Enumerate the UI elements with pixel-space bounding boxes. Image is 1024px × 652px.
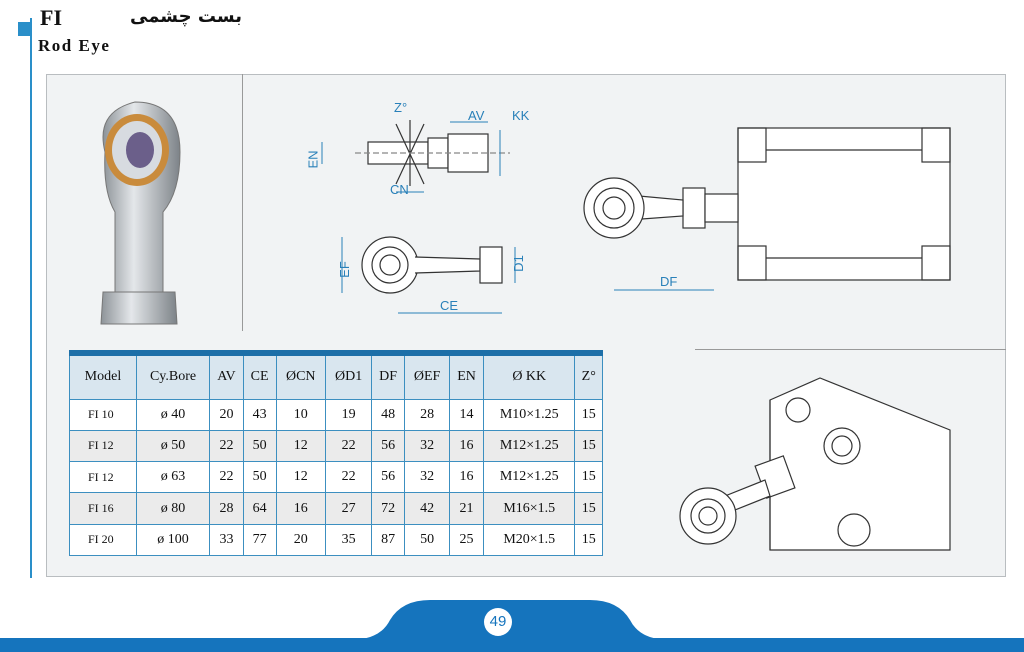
table-cell: 21 bbox=[449, 492, 484, 525]
table-row: FI 20 ø 100 33 77 20 35 87 50 25 M20×1.5… bbox=[69, 523, 603, 557]
table-cell: ø 100 bbox=[135, 523, 211, 557]
table-cell: 10 bbox=[275, 398, 327, 431]
table-cell: 64 bbox=[242, 492, 277, 525]
table-cell: FI 10 bbox=[69, 398, 137, 431]
table-cell: 72 bbox=[371, 492, 406, 525]
table-cell: 33 bbox=[209, 523, 244, 557]
label-ef: EF bbox=[336, 261, 352, 278]
table-row: FI 10 ø 40 20 43 10 19 48 28 14 M10×1.25… bbox=[69, 398, 603, 431]
table-row: FI 12 ø 63 22 50 12 22 56 32 16 M12×1.25… bbox=[69, 461, 603, 494]
rod-eye-photo bbox=[100, 101, 181, 325]
table-cell: 27 bbox=[325, 492, 373, 525]
table-cell: M16×1.5 bbox=[482, 492, 576, 525]
label-d1: D1 bbox=[510, 255, 526, 272]
table-cell: 16 bbox=[449, 429, 484, 463]
table-cell: 15 bbox=[574, 523, 603, 557]
side-view-drawing bbox=[321, 120, 510, 193]
column-header: Z° bbox=[574, 352, 603, 400]
top-view-drawing bbox=[341, 236, 516, 314]
table-cell: 15 bbox=[574, 429, 603, 463]
column-header: AV bbox=[209, 352, 244, 400]
table-cell: 16 bbox=[275, 492, 327, 525]
column-header: DF bbox=[371, 352, 406, 400]
table-cell: 15 bbox=[574, 398, 603, 431]
table-cell: M12×1.25 bbox=[482, 461, 576, 494]
table-cell: ø 50 bbox=[135, 429, 211, 463]
table-cell: 50 bbox=[404, 523, 451, 557]
table-cell: 50 bbox=[242, 461, 277, 494]
table-cell: M10×1.25 bbox=[482, 398, 576, 431]
label-ce: CE bbox=[440, 298, 459, 313]
label-df: DF bbox=[660, 274, 678, 289]
table-cell: 22 bbox=[209, 461, 244, 494]
table-cell: 25 bbox=[449, 523, 484, 557]
table-cell: 12 bbox=[275, 461, 327, 494]
table-cell: 22 bbox=[209, 429, 244, 463]
panel-divider-horizontal bbox=[695, 349, 1006, 350]
table-row: FI 16 ø 80 28 64 16 27 72 42 21 M16×1.5 … bbox=[69, 492, 603, 525]
label-en: EN bbox=[305, 150, 321, 169]
table-cell: 16 bbox=[449, 461, 484, 494]
table-cell: FI 20 bbox=[69, 523, 137, 557]
column-header: Ø KK bbox=[482, 352, 576, 400]
left-accent-line bbox=[30, 18, 32, 578]
table-cell: 20 bbox=[275, 523, 327, 557]
panel-divider-vertical bbox=[242, 74, 243, 331]
title-persian: بست چشمی bbox=[130, 6, 242, 27]
table-cell: 87 bbox=[371, 523, 406, 557]
column-header: ØD1 bbox=[325, 352, 373, 400]
product-code: FI bbox=[40, 5, 62, 30]
cylinder-assembly-drawing bbox=[583, 127, 951, 291]
table-cell: 28 bbox=[404, 398, 451, 431]
table-cell: 15 bbox=[574, 492, 603, 525]
column-header: EN bbox=[449, 352, 484, 400]
table-cell: 32 bbox=[404, 429, 451, 463]
column-header: ØEF bbox=[404, 352, 451, 400]
page-number: 49 bbox=[484, 608, 512, 636]
table-cell: FI 16 bbox=[69, 492, 137, 525]
table-cell: 20 bbox=[209, 398, 244, 431]
table-cell: 43 bbox=[242, 398, 277, 431]
table-cell: 35 bbox=[325, 523, 373, 557]
table-cell: ø 80 bbox=[135, 492, 211, 525]
table-cell: 14 bbox=[449, 398, 484, 431]
table-cell: M12×1.25 bbox=[482, 429, 576, 463]
table-cell: 77 bbox=[242, 523, 277, 557]
table-cell: 22 bbox=[325, 429, 373, 463]
title-english: Rod Eye bbox=[38, 36, 111, 55]
table-cell: FI 12 bbox=[69, 429, 137, 463]
table-cell: M20×1.5 bbox=[482, 523, 576, 557]
table-cell: 56 bbox=[371, 461, 406, 494]
label-z: Z° bbox=[394, 100, 408, 115]
table-cell: 19 bbox=[325, 398, 373, 431]
column-header: ØCN bbox=[275, 352, 327, 400]
table-cell: 48 bbox=[371, 398, 406, 431]
column-header: Model bbox=[69, 352, 137, 400]
label-kk: KK bbox=[512, 108, 530, 123]
footer-bar bbox=[0, 638, 1024, 652]
label-av: AV bbox=[468, 108, 485, 123]
isometric-drawing bbox=[679, 377, 951, 551]
table-cell: 12 bbox=[275, 429, 327, 463]
table-row: FI 12 ø 50 22 50 12 22 56 32 16 M12×1.25… bbox=[69, 429, 603, 463]
table-cell: 56 bbox=[371, 429, 406, 463]
table-cell: 28 bbox=[209, 492, 244, 525]
table-cell: FI 12 bbox=[69, 461, 137, 494]
column-header: CE bbox=[242, 352, 277, 400]
label-cn: CN bbox=[390, 182, 409, 197]
table-cell: ø 63 bbox=[135, 461, 211, 494]
table-cell: 50 bbox=[242, 429, 277, 463]
table-cell: 42 bbox=[404, 492, 451, 525]
table-cell: 22 bbox=[325, 461, 373, 494]
specification-table: Model Cy.Bore AV CE ØCN ØD1 DF ØEF EN Ø … bbox=[69, 350, 603, 557]
table-cell: 15 bbox=[574, 461, 603, 494]
table-cell: ø 40 bbox=[135, 398, 211, 431]
section-marker bbox=[18, 22, 32, 36]
table-cell: 32 bbox=[404, 461, 451, 494]
column-header: Cy.Bore bbox=[135, 352, 211, 400]
